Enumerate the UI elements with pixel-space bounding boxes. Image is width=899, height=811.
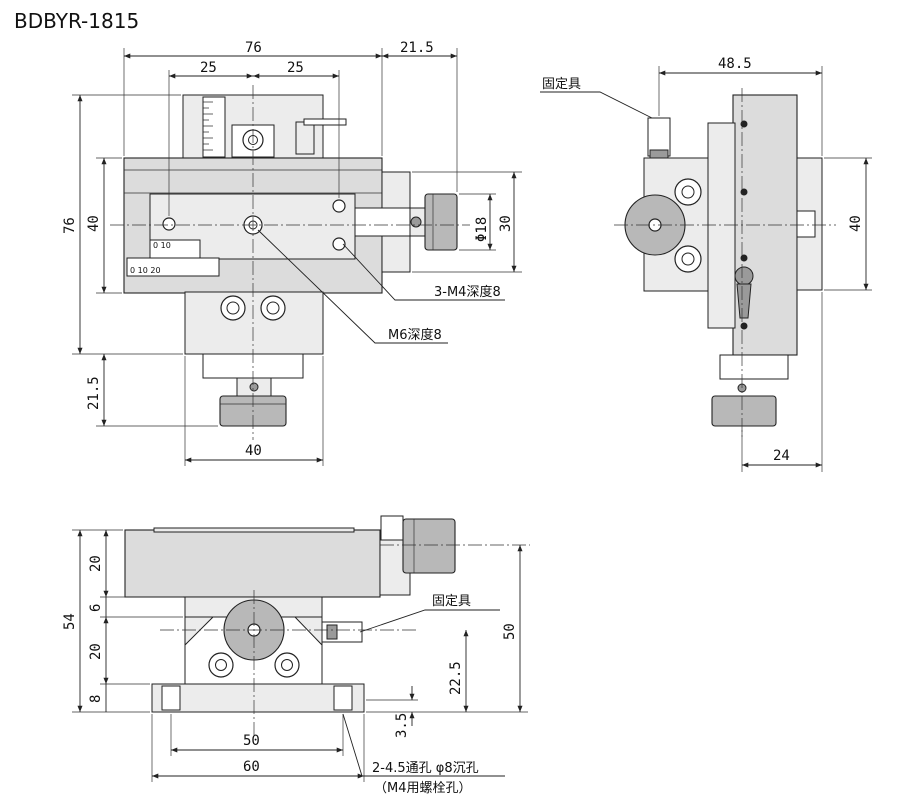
- front-dim-20-mid: 20: [88, 643, 104, 660]
- knob-right-screw: [410, 216, 422, 228]
- front-dim-6: 6: [88, 604, 104, 612]
- rear-lock-lever: [303, 118, 347, 126]
- leader-side-fixture: [540, 91, 653, 119]
- side-knob: [711, 395, 777, 427]
- front-counterbore-left: [161, 685, 181, 711]
- side-dim-40: 40: [848, 215, 864, 232]
- side-middle-plate: [707, 122, 736, 329]
- rotation-scale-ticks: [203, 101, 213, 151]
- side-view: 48.5 40 24 固定具: [540, 56, 872, 472]
- side-dot-4: [740, 322, 748, 330]
- lower-base: [184, 291, 324, 355]
- dim-bottom-knob: 21.5: [86, 376, 102, 410]
- front-dim-50-right: 50: [502, 623, 518, 640]
- main-scale: [126, 257, 220, 277]
- dim-width-76: 76: [245, 40, 262, 56]
- leader-m4: [342, 243, 505, 301]
- front-bolt-1-hex: [215, 659, 227, 671]
- front-knob: [402, 518, 456, 574]
- leader-front-fixture: [359, 609, 500, 633]
- rotation-scale: [202, 96, 226, 158]
- dim-height-40: 40: [86, 215, 102, 232]
- note-m4-depth: 3-M4深度8: [434, 284, 501, 300]
- side-label-fixture: 固定具: [542, 77, 581, 92]
- dim-knob-phi18: Φ18: [474, 217, 490, 242]
- side-fixture-tip: [649, 149, 669, 159]
- side-knob-housing: [719, 354, 789, 380]
- base-bolt-1-hex: [226, 301, 240, 315]
- front-knob-collar: [380, 515, 404, 541]
- front-note-holes: 2-4.5通孔 φ8沉孔: [372, 761, 479, 776]
- front-note-bolt: （M4用螺栓孔）: [374, 781, 472, 796]
- front-view: 54 20 6 20 8 50 22.5 3.5 50 60 固定具 2-4.5…: [62, 515, 530, 796]
- leader-m6: [257, 229, 448, 344]
- leader-holes: [342, 713, 505, 777]
- side-dim-24: 24: [773, 448, 790, 464]
- side-dim-48-5: 48.5: [718, 56, 752, 72]
- front-top-table-lip: [153, 527, 355, 533]
- dim-knob-30: 30: [498, 215, 514, 232]
- side-dot-1: [740, 120, 748, 128]
- front-top-table: [124, 529, 381, 598]
- front-fixture-tip: [326, 624, 338, 640]
- lower-knob-screw: [249, 382, 259, 392]
- spindle-housing: [354, 207, 411, 237]
- top-view: 0 10 0 10 20 76 21.5: [62, 40, 522, 466]
- front-label-fixture: 固定具: [432, 594, 471, 609]
- vernier-scale-label: 0 10: [153, 241, 171, 250]
- knob-right: [424, 193, 458, 251]
- dim-base-40: 40: [245, 443, 262, 459]
- side-bolt-2-hex: [681, 252, 695, 266]
- front-counterbore-right: [333, 685, 353, 711]
- side-lever-screw: [734, 266, 754, 286]
- dim-half-right: 25: [287, 60, 304, 76]
- m4-hole-1: [162, 217, 176, 231]
- dim-height-76: 76: [62, 217, 78, 234]
- front-dim-20-top: 20: [88, 555, 104, 572]
- dim-knob-offset: 21.5: [400, 40, 434, 56]
- front-dim-3-5: 3.5: [394, 713, 410, 738]
- front-dim-8: 8: [88, 695, 104, 703]
- front-dim-50-bottom: 50: [243, 733, 260, 749]
- side-dot-3: [740, 254, 748, 262]
- m4-hole-3: [332, 237, 346, 251]
- m4-hole-2: [332, 199, 346, 213]
- diagram-title: BDBYR-1815: [14, 9, 139, 33]
- dim-half-left: 25: [200, 60, 217, 76]
- side-bolt-1-hex: [681, 185, 695, 199]
- note-m6-depth: M6深度8: [388, 327, 442, 343]
- main-scale-label: 0 10 20: [130, 266, 161, 275]
- front-bolt-2-hex: [281, 659, 293, 671]
- side-dot-2: [740, 188, 748, 196]
- side-right-lock: [796, 210, 816, 238]
- front-dim-22-5: 22.5: [448, 661, 464, 695]
- front-base-plate: [151, 683, 365, 713]
- base-bolt-2-hex: [266, 301, 280, 315]
- rear-lock: [295, 121, 315, 155]
- front-dim-60: 60: [243, 759, 260, 775]
- front-dim-54: 54: [62, 613, 78, 630]
- side-lever: [736, 283, 752, 319]
